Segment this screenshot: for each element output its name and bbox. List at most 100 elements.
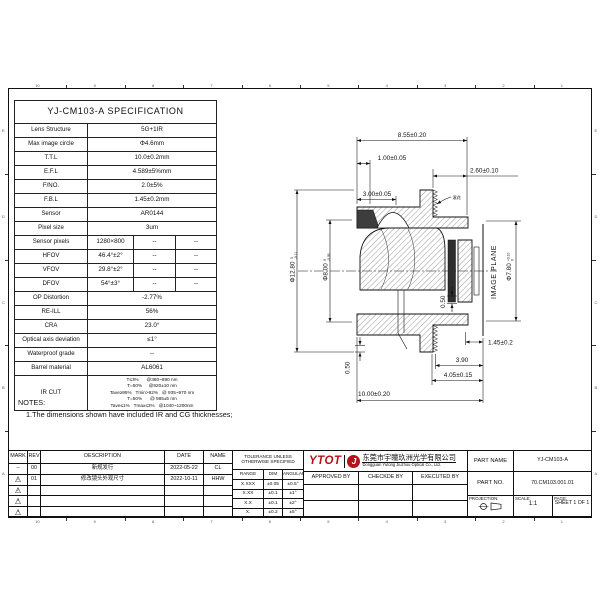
spec-label: Sensor pixels — [14, 235, 88, 250]
spec-label: HFOV — [14, 249, 88, 264]
rear-cap-section — [356, 313, 469, 353]
spec-row: Waterproof grade-- — [14, 347, 218, 362]
spec-value: -- — [86, 347, 218, 362]
ir-cut-line: Tave≤1% Tmax≤3% @1040~1200nm — [110, 402, 194, 408]
revision-triangle-icon: △4 — [15, 506, 21, 516]
zone-tick — [183, 84, 184, 88]
tolerance-title-line1: TOLERANCE UNLESS — [244, 454, 292, 460]
zone-label: 1 — [560, 518, 564, 524]
spec-value: 46.4°±2° — [87, 249, 134, 264]
ytot-logo-text: YTOT — [309, 454, 342, 467]
dim-label-050-right: 0.50 — [440, 295, 447, 308]
zone-tick — [300, 84, 301, 88]
spec-label: Barrel material — [14, 361, 88, 376]
notes: NOTES: 1.The dimensions shown have inclu… — [18, 398, 232, 419]
spec-value: 3um — [86, 221, 218, 236]
zone-tick — [475, 517, 476, 521]
revision-description — [40, 495, 165, 508]
company-cell: YTOT J 东莞市宇瞳玖洲光学有限公司 Dongguan Yutong Jiu… — [303, 450, 468, 472]
zone-label: 10 — [35, 83, 40, 88]
spec-value: 56% — [86, 305, 218, 320]
dim-label-260: 2.60±0.10 — [470, 168, 499, 175]
zone-label: 9 — [93, 518, 96, 524]
tolerance-row: X.X±0.1±2° — [232, 498, 305, 509]
spec-row: F/NO.2.0±5% — [14, 179, 218, 194]
checked-by-label: CHECKDE BY — [358, 471, 413, 485]
revision-header-row: MARK REV DESCRIPTION DATE NAME — [8, 450, 233, 464]
spec-value: Φ4.6mm — [86, 137, 218, 152]
zone-label: 8 — [152, 518, 155, 524]
tolerance-header: ANGULAR — [281, 469, 305, 480]
zone-tick — [592, 431, 596, 432]
zone-label: 2 — [502, 83, 505, 88]
zone-label: E — [2, 127, 5, 133]
dia780-tol-hi: +0.10 — [506, 252, 510, 261]
notes-line: 1.The dimensions shown have included IR … — [26, 410, 233, 419]
spec-value: 29.8°±2° — [87, 263, 134, 278]
spec-row: Optical axis deviation≤1° — [14, 333, 218, 348]
zone-label: 5 — [327, 518, 330, 524]
knurling-bottom — [432, 325, 439, 353]
spec-value: ≤1° — [86, 333, 218, 348]
revision-rev — [27, 506, 41, 518]
spec-label: E.F.L — [14, 165, 88, 180]
tolerance-title-line2: OTHERWISE SPECIFIED — [241, 459, 295, 464]
first-angle-projection-icon — [478, 503, 501, 511]
tolerance-header-row: RANGE DIM ANGULAR — [232, 469, 305, 480]
scale-label: SCALE: — [515, 496, 531, 501]
revision-name — [203, 495, 233, 508]
zone-tick — [533, 84, 535, 88]
spec-label: DFOV — [14, 277, 88, 292]
zone-tick — [416, 517, 418, 521]
spec-value: -- — [174, 277, 218, 292]
approvals-sign-row — [303, 500, 468, 518]
approvals-sign-row — [303, 484, 468, 501]
revision-rev: 01 — [27, 473, 41, 486]
scale-cell: SCALE: 1:1 — [513, 495, 553, 518]
revision-row: △2 — [8, 484, 233, 497]
tolerance-row: X.XXX±0.05±0.5° — [232, 479, 305, 490]
rear-holder-section — [457, 239, 473, 303]
spec-label: Waterproof grade — [14, 347, 88, 362]
revision-rev — [27, 495, 41, 508]
dia800-tol-lo: -0.05 — [327, 253, 331, 261]
spec-value: -- — [133, 235, 176, 250]
zone-label: 7 — [210, 83, 213, 88]
zone-tick — [183, 517, 184, 521]
spec-label: Pixel size — [14, 221, 88, 236]
tolerance-row: X.±0.2±5° — [232, 507, 305, 518]
zone-label: A — [2, 471, 5, 477]
spec-value: -- — [174, 263, 218, 278]
tolerance-cell: X. — [232, 507, 264, 518]
tolerance-title-row: TOLERANCE UNLESS OTHERWISE SPECIFIED — [231, 450, 305, 470]
zone-tick — [241, 84, 243, 88]
spec-value: 54°±3° — [87, 277, 134, 292]
zone-label: 8 — [152, 83, 155, 88]
revision-mark: △2 — [8, 484, 28, 497]
tolerance-cell: ±0.5° — [281, 479, 305, 490]
zone-label: D — [594, 213, 598, 219]
spec-value: AR0144 — [86, 207, 218, 222]
revision-date — [164, 495, 204, 508]
spec-value: -- — [174, 249, 218, 264]
dim-label-855: 8.55±0.20 — [398, 132, 427, 139]
zone-tick — [300, 517, 301, 521]
zone-tick — [358, 517, 360, 521]
dim-label-1000: 10.00±0.20 — [358, 391, 390, 398]
spec-value: 23.0° — [86, 319, 218, 334]
dia1280-tol-hi: 0 — [290, 257, 294, 259]
revision-name — [203, 506, 233, 518]
checked-by-value — [358, 500, 413, 518]
executed-by-label: EXECUTED BY — [412, 471, 468, 485]
zone-label: 6 — [268, 83, 272, 88]
spec-label: Lens Structure — [14, 123, 88, 138]
ir-cut-line: T=50% @ 985±5 nm — [127, 396, 177, 402]
zone-label: 5 — [327, 83, 330, 88]
zone-tick — [124, 84, 126, 88]
ir-cut-line: T≤3% @380~890 nm — [126, 377, 178, 383]
